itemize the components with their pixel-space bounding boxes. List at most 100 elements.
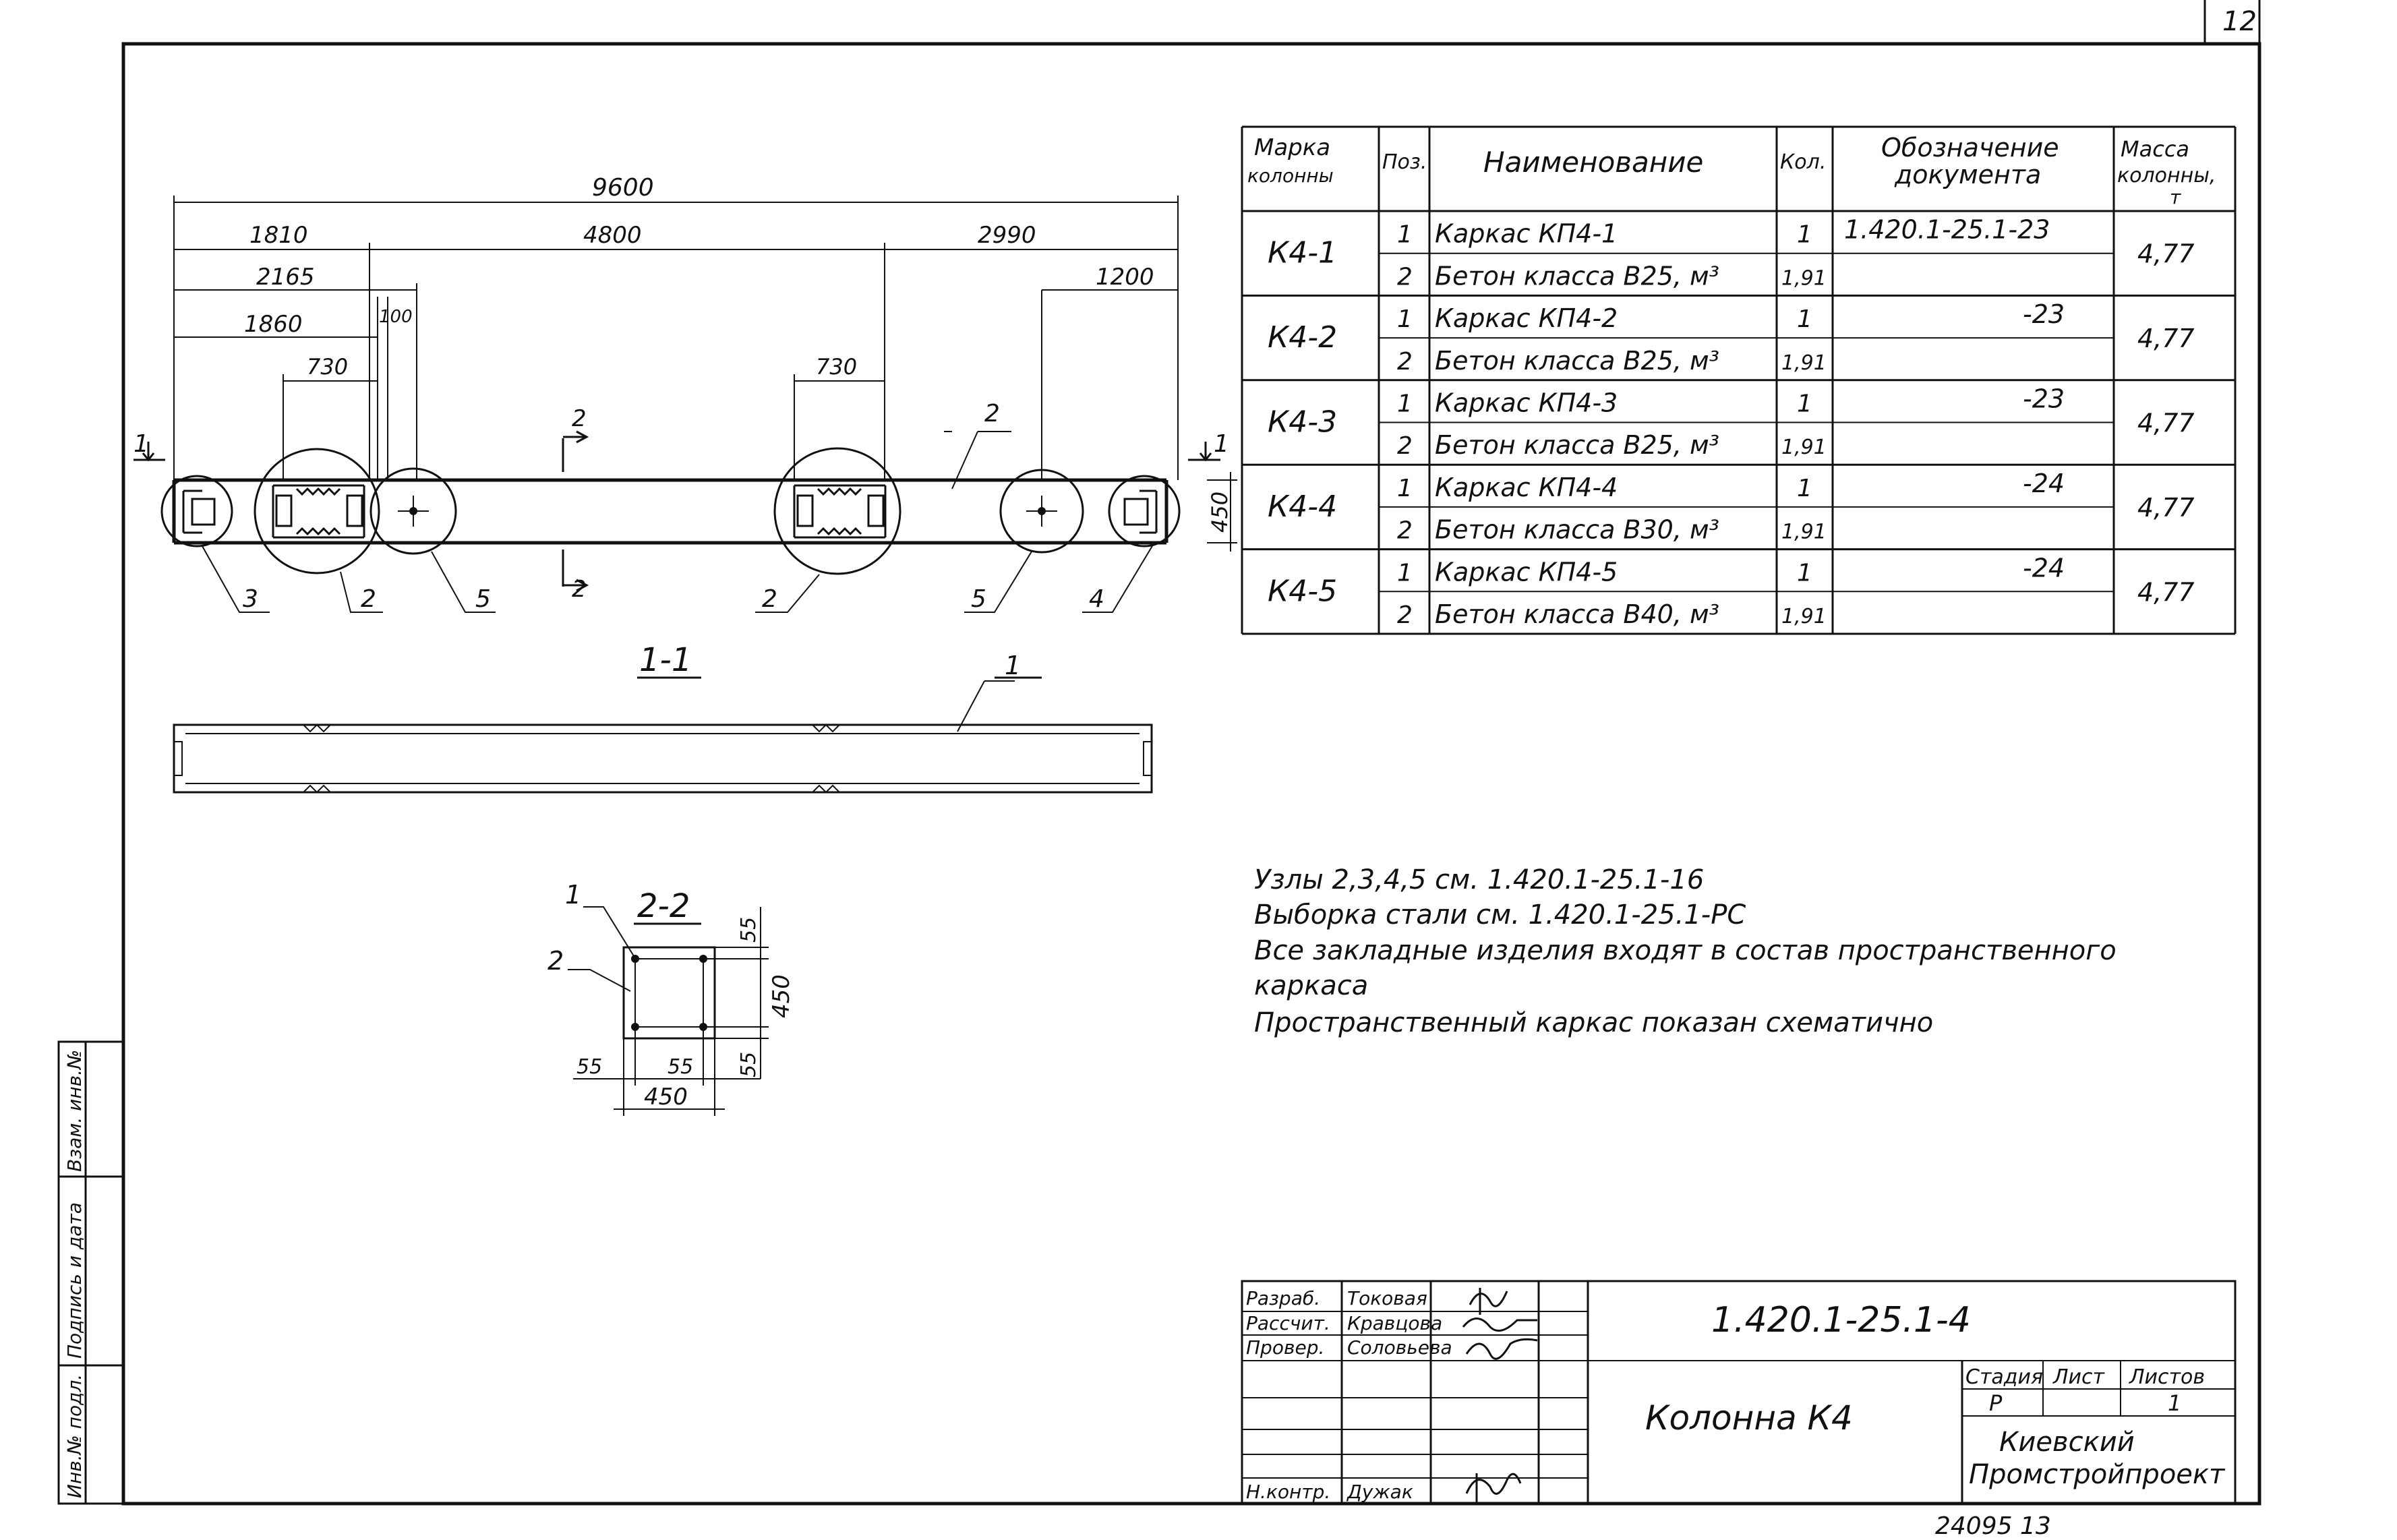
spec-row-mark: К4-2 — [1268, 320, 1337, 355]
node-4-circle — [1108, 475, 1181, 547]
section-2-mark-top: 2 — [572, 405, 587, 432]
spec-item-name: Бетон класса В40, м³ — [1435, 599, 1719, 629]
spec-row-mark: К4-3 — [1268, 405, 1337, 440]
title-name-3: Соловьева — [1347, 1336, 1452, 1359]
title-block-title: Колонна К4 — [1645, 1398, 1853, 1438]
dim-1860: 1860 — [244, 311, 303, 338]
dim-730-left: 730 — [307, 354, 348, 380]
pos-5-label-b: 5 — [971, 585, 986, 613]
spec-item-pos: 2 — [1397, 601, 1413, 629]
sheet-number: 12 — [2222, 6, 2257, 37]
spec-item-pos: 2 — [1397, 263, 1413, 291]
dim-2165: 2165 — [256, 264, 315, 291]
section-2-2-dim-55-mid: 55 — [668, 1055, 693, 1079]
section-1-mark-right: 1 — [1214, 430, 1229, 458]
spec-item-name: Каркас КП4-4 — [1435, 473, 1618, 502]
pos-4-label: 4 — [1089, 585, 1104, 613]
title-name-2: Кравцова — [1347, 1312, 1442, 1334]
section-2-2 — [568, 906, 769, 1116]
spec-item-name: Каркас КП4-1 — [1435, 219, 1618, 249]
pos-2-label-b: 2 — [762, 585, 777, 613]
title-stage-value: Р — [1989, 1390, 2003, 1416]
spec-item-doc: -24 — [2023, 553, 2065, 583]
spec-row-mark: К4-4 — [1268, 490, 1337, 524]
title-role-2: Рассчит. — [1246, 1312, 1330, 1334]
spec-item-qty: 1 — [1797, 475, 1812, 502]
spec-header-name: Наименование — [1483, 146, 1703, 179]
spec-row-mark: К4-1 — [1268, 236, 1337, 270]
sheet-frame — [121, 0, 2261, 1506]
note-2: Выборка стали см. 1.420.1-25.1-PC — [1254, 899, 1746, 930]
spec-header-mass-2: колонны, — [2117, 164, 2216, 187]
spec-header-mark-1: Марка — [1254, 134, 1330, 161]
title-sheet-label: Лист — [2052, 1365, 2106, 1389]
spec-item-doc: -23 — [2023, 384, 2065, 414]
spec-item-pos: 1 — [1397, 475, 1413, 502]
title-name-7: Дужак — [1346, 1481, 1413, 1503]
spec-item-qty: 1,91 — [1781, 266, 1827, 290]
spec-header-pos: Поз. — [1382, 150, 1427, 174]
title-block-code: 1.420.1-25.1-4 — [1711, 1300, 1971, 1340]
position-leaders — [202, 431, 1154, 613]
spec-item-qty: 1,91 — [1781, 521, 1827, 544]
section-2-2-dim-55-left: 55 — [576, 1055, 602, 1079]
spec-header-doc-2: документа — [1894, 160, 2041, 189]
spec-item-qty: 1,91 — [1781, 436, 1827, 459]
pos-2-label-top: 2 — [984, 400, 1000, 427]
side-stamp: Инв.№ подл. Подпись и дата Взам. инв.№ — [57, 1040, 125, 1505]
pos-2-label-a: 2 — [361, 585, 376, 613]
spec-item-pos: 1 — [1397, 390, 1413, 418]
pos-3-label: 3 — [243, 585, 258, 613]
section-1-marks — [134, 442, 1220, 462]
dim-100: 100 — [379, 307, 413, 327]
spec-item-qty: 1 — [1797, 221, 1812, 249]
title-stage-label: Стадия — [1965, 1365, 2043, 1389]
spec-item-qty: 1,91 — [1781, 351, 1827, 375]
spec-item-name: Каркас КП4-5 — [1435, 557, 1618, 587]
title-org-line-1: Киевский — [1999, 1427, 2135, 1458]
title-name-1: Токовая — [1347, 1287, 1427, 1309]
side-stamp-sign: Подпись и дата — [63, 1202, 86, 1359]
spec-header-mass-1: Масса — [2121, 136, 2189, 162]
node-3-circle — [160, 475, 233, 547]
notes: Узлы 2,3,4,5 см. 1.420.1-25.1-16 Выборка… — [1254, 864, 2117, 1038]
archive-number: 24095 13 — [1935, 1512, 2051, 1540]
node-2-right-circle — [773, 447, 901, 575]
spec-item-pos: 2 — [1397, 517, 1413, 545]
spec-item-pos: 1 — [1397, 559, 1413, 587]
spec-item-name: Бетон класса В25, м³ — [1435, 346, 1719, 376]
title-block — [1241, 1280, 2237, 1505]
spec-item-name: Бетон класса В30, м³ — [1435, 515, 1719, 545]
note-5: Пространственный каркас показан схематич… — [1254, 1007, 1933, 1038]
spec-row-mass: 4,77 — [2137, 239, 2195, 269]
dim-730-right: 730 — [816, 354, 857, 380]
dim-450: 450 — [1207, 492, 1233, 533]
spec-item-doc: -23 — [2023, 299, 2065, 329]
spec-item-qty: 1 — [1797, 305, 1812, 333]
spec-header-mass-3: т — [2170, 186, 2181, 208]
note-3: Все закладные изделия входят в состав пр… — [1254, 935, 2117, 966]
side-stamp-replace: Взам. инв.№ — [63, 1050, 86, 1172]
spec-header-mark-2: колонны — [1247, 165, 1334, 187]
pos-5-label-a: 5 — [475, 585, 491, 613]
section-2-2-dim-450-horiz: 450 — [644, 1084, 688, 1110]
spec-item-name: Каркас КП4-2 — [1435, 303, 1618, 333]
spec-item-qty: 1 — [1797, 390, 1812, 418]
spec-item-pos: 2 — [1397, 432, 1413, 460]
column-elevation: 9600 1810 4800 2990 2165 1200 1860 100 7… — [134, 174, 1237, 613]
section-1-mark-left: 1 — [134, 430, 149, 458]
note-1: Узлы 2,3,4,5 см. 1.420.1-25.1-16 — [1254, 864, 1704, 895]
dim-total: 9600 — [592, 174, 654, 202]
spec-row-mass: 4,77 — [2137, 324, 2195, 353]
spec-header-qty: Кол. — [1780, 150, 1826, 174]
spec-row-mark: К4-5 — [1268, 574, 1337, 608]
section-2-2-pos-2: 2 — [548, 946, 564, 976]
spec-item-name: Бетон класса В25, м³ — [1435, 261, 1719, 291]
dim-middle: 4800 — [583, 222, 642, 249]
spec-item-qty: 1 — [1797, 559, 1812, 587]
spec-row-mass: 4,77 — [2137, 493, 2195, 523]
spec-item-qty: 1,91 — [1781, 605, 1827, 628]
spec-item-name: Каркас КП4-3 — [1435, 388, 1618, 418]
section-2-2-dim-55-right: 55 — [737, 1052, 761, 1077]
